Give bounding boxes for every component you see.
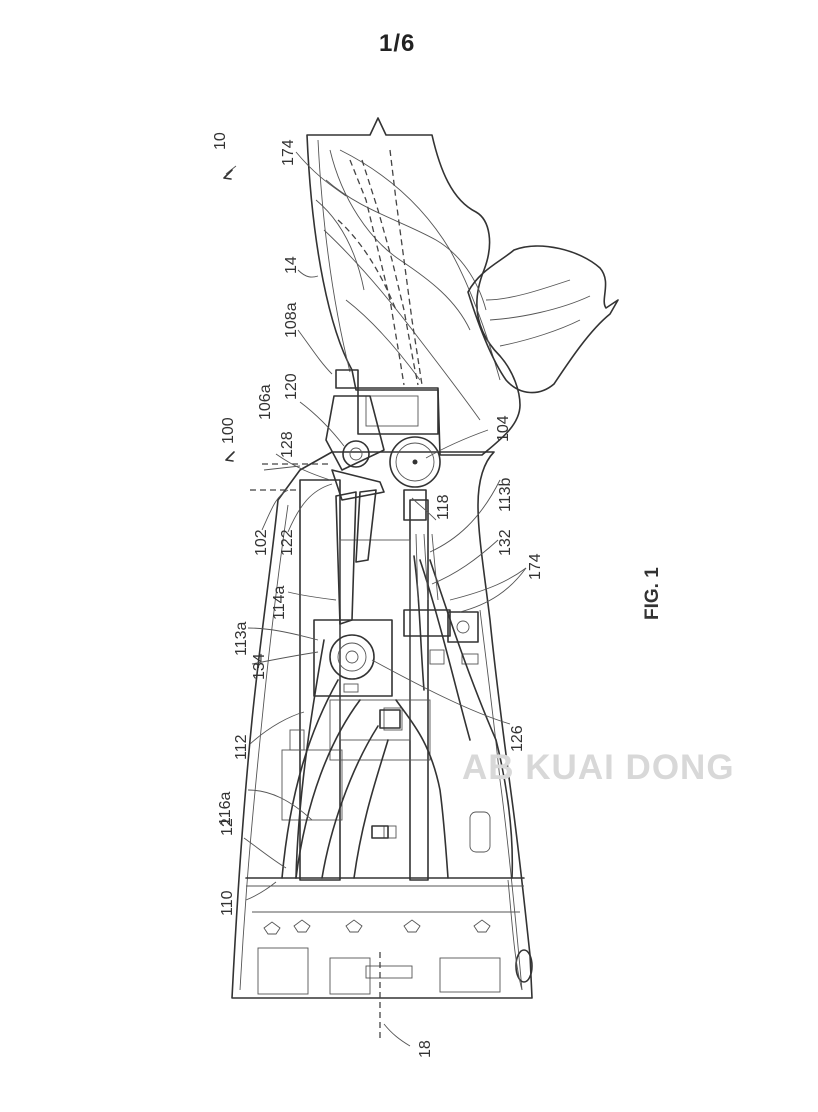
label-10: 10: [212, 132, 229, 150]
label-126: 126: [509, 725, 526, 752]
label-102: 102: [253, 529, 270, 556]
upper-joint: [325, 369, 441, 625]
label-114a: 114a: [271, 585, 288, 620]
label-104: 104: [495, 415, 512, 442]
reference-labels: 10 174 14 108a 120 106a 128 100 104 102 …: [212, 132, 663, 1058]
label-100: 100: [220, 417, 237, 444]
label-112: 112: [233, 734, 250, 760]
figure-label: FIG. 1: [642, 567, 663, 620]
upper-housing: [306, 117, 619, 456]
motor-block: [313, 609, 479, 839]
label-14: 14: [283, 256, 300, 274]
label-12: 12: [219, 818, 236, 836]
label-108a: 108a: [283, 302, 300, 338]
watermark: AB KUAI DONG: [462, 748, 735, 787]
label-174-mid: 174: [527, 553, 544, 580]
label-18: 18: [417, 1040, 434, 1058]
label-118: 118: [435, 494, 452, 520]
label-132: 132: [497, 529, 514, 556]
page-number: 1/6: [379, 30, 416, 57]
label-110: 110: [219, 890, 236, 916]
label-134: 134: [251, 653, 268, 680]
housing-outline: [231, 451, 533, 999]
leader-lines: [223, 151, 527, 1047]
cables: [281, 533, 523, 991]
label-106a: 106a: [257, 384, 274, 420]
frame-rails: [281, 479, 479, 881]
label-174-top: 174: [280, 139, 297, 166]
label-116a: 116a: [217, 791, 234, 826]
label-120: 120: [283, 373, 300, 400]
label-122: 122: [279, 529, 296, 556]
label-113b: 113b: [497, 477, 514, 512]
label-128: 128: [279, 431, 296, 458]
label-113a: 113a: [233, 621, 250, 656]
